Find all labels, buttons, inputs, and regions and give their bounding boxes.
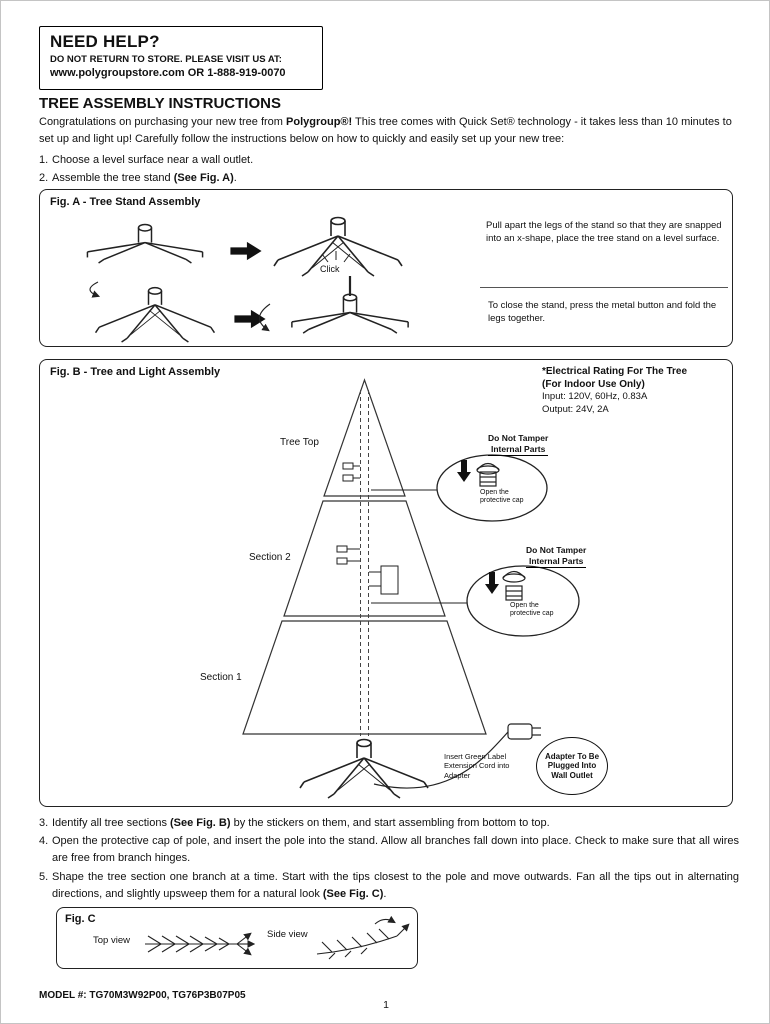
rotate-arrow [89,281,101,298]
adapter-illustration [373,723,541,789]
step-2: 2. Assemble the tree stand (See Fig. A). [39,170,739,187]
step-text: Identify all tree sections (See Fig. B) … [52,815,739,832]
step-text: Open the protective cap of pole, and ins… [52,835,739,865]
step-text-part: Identify all tree sections [52,817,171,829]
fig-b-panel: Fig. B - Tree and Light Assembly [39,359,733,807]
electrical-rating: *Electrical Rating For The Tree (For Ind… [542,365,687,416]
need-help-box: NEED HELP? DO NOT RETURN TO STORE. PLEAS… [39,26,323,90]
step-text: Shape the tree section one branch at a t… [52,869,739,903]
fig-a-open-note: Pull apart the legs of the stand so that… [486,220,722,244]
step-text-part: Shape the tree section one branch at a t… [52,871,739,901]
adapter-callout: Adapter To Be Plugged Into Wall Outlet [536,737,608,795]
down-arrow-icon [485,572,499,594]
extension-cord-note: Insert Green Label Extension Cord into A… [444,752,510,780]
tree-top-label: Tree Top [280,437,319,448]
fig-b-illustration [242,378,580,799]
branch-side-view [316,915,410,960]
wire-connectors [336,462,399,595]
click-label: Click [320,264,340,274]
protective-cap-illustration-2 [485,570,526,601]
step-number: 2. [39,172,49,184]
click-marks [321,251,351,263]
step-number: 3. [39,817,49,829]
electrical-subtitle: (For Indoor Use Only) [542,379,645,391]
section-2-label: Section 2 [249,552,291,563]
fig-a-title: Fig. A - Tree Stand Assembly [50,196,201,208]
tree-stand-illustration [299,738,429,799]
warning-line: Do Not Tamper [526,545,587,555]
open-cap-note-2: Open the protective cap [510,602,554,618]
step-arrow-icon [230,241,262,261]
fig-c-illustration [145,915,410,960]
top-view-label: Top view [93,935,130,946]
intro-paragraph: Congratulations on purchasing your new t… [39,114,739,148]
callout-leader-lines [371,489,468,604]
connector-wires [347,465,381,587]
divider-line [480,287,728,288]
stand-open-illustration [94,286,216,343]
step-5: 5. Shape the tree section one branch at … [39,869,739,903]
electrical-output: Output: 24V, 2A [542,403,609,415]
fig-reference: (See Fig. B) [170,817,231,829]
step-number: 5. [39,871,49,883]
fig-a-panel: Fig. A - Tree Stand Assembly Pull apart … [39,189,733,347]
intro-text: Congratulations on purchasing your new t… [39,116,287,128]
center-pole [360,390,369,736]
intro-text: This tree comes with Quick Set® technolo… [39,116,732,146]
do-not-return-note: DO NOT RETURN TO STORE. PLEASE VISIT US … [50,54,282,65]
page-number: 1 [383,999,389,1011]
stand-folded-pole-illustration [291,293,409,334]
step-text: Choose a level surface near a wall outle… [52,154,254,166]
protective-cap-illustration-1 [457,460,500,487]
do-not-tamper-warning-2: Do Not Tamper Internal Parts [526,545,587,569]
warning-line: Internal Parts [526,556,587,569]
fig-a-close-note: To close the stand, press the metal butt… [488,300,717,324]
step-1: 1. Choose a level surface near a wall ou… [39,152,739,169]
fig-a-illustration [86,216,409,343]
step-text: Assemble the tree stand (See Fig. A). [52,170,739,187]
fig-c-title: Fig. C [65,913,96,925]
stand-folded-illustration [86,223,204,264]
step-number: 4. [39,835,49,847]
branch-top-view [145,932,256,956]
model-number: MODEL #: TG70M3W92P00, TG76P3B07P05 [39,990,246,1001]
page-title: TREE ASSEMBLY INSTRUCTIONS [39,95,281,112]
do-not-tamper-warning-1: Do Not Tamper Internal Parts [488,433,549,457]
fig-b-title: Fig. B - Tree and Light Assembly [50,366,221,378]
warning-line: Do Not Tamper [488,433,549,443]
step-number: 1. [39,154,49,166]
fig-reference: (See Fig. C) [322,888,384,901]
warning-line: Internal Parts [488,444,549,457]
rotate-arrow [258,303,271,332]
fig-c-panel: Fig. C Top view Side view [56,907,418,969]
step-text-part: by the stickers on them, and start assem… [230,817,550,829]
electrical-title: *Electrical Rating For The Tree [542,366,688,377]
step-3: 3. Identify all tree sections (See Fig. … [39,815,739,832]
step-text-part: Assemble the tree stand [52,172,174,184]
down-arrow-icon [457,460,471,482]
step-4: 4. Open the protective cap of pole, and … [39,833,739,867]
contact-line: www.polygroupstore.com OR 1-888-919-0070 [50,67,286,79]
fig-reference: (See Fig. A) [173,172,234,184]
brand-name: Polygroup®! [286,116,353,128]
step-text-part: . [233,172,237,184]
section-1-label: Section 1 [200,672,242,683]
electrical-input: Input: 120V, 60Hz, 0.83A [542,391,648,403]
tree-outline [242,378,487,735]
open-cap-note-1: Open the protective cap [480,489,524,505]
side-view-label: Side view [267,929,308,940]
need-help-title: NEED HELP? [50,32,160,51]
step-text-part: . [383,888,387,901]
